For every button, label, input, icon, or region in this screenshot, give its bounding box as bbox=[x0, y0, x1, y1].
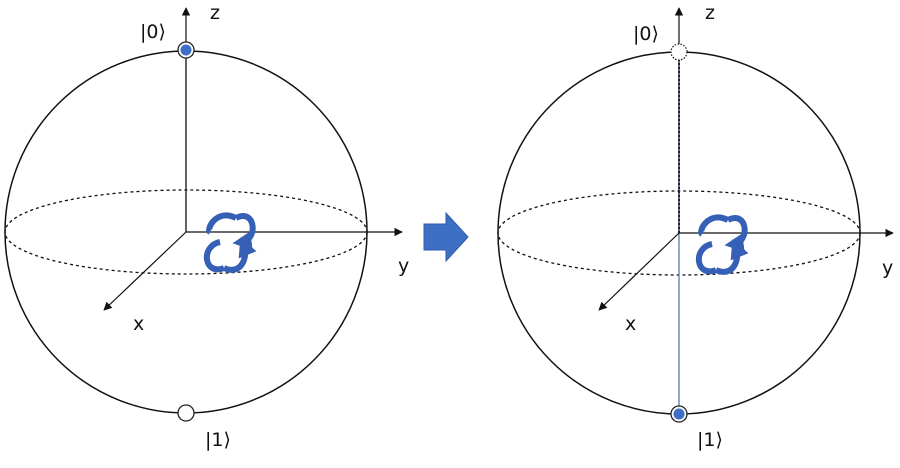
rotation-arrows-icon bbox=[203, 212, 257, 273]
z-axis-label: z bbox=[210, 2, 220, 24]
ket-one-label: |1⟩ bbox=[697, 429, 723, 451]
y-axis-label: y bbox=[398, 255, 409, 277]
right-arrow-icon bbox=[423, 211, 469, 263]
rotation-arrows-icon bbox=[695, 214, 749, 275]
y-axis-label: y bbox=[882, 257, 893, 279]
right-bloch-sphere: z y x |0⟩ |1⟩ bbox=[497, 2, 894, 451]
left-bloch-sphere: z y x |0⟩ |1⟩ bbox=[4, 2, 409, 451]
ket-zero-label: |0⟩ bbox=[140, 21, 166, 43]
x-axis bbox=[103, 231, 187, 311]
z-axis-label: z bbox=[705, 2, 715, 24]
x-axis-label: x bbox=[133, 313, 144, 335]
ket-zero-label: |0⟩ bbox=[633, 23, 659, 45]
state-point-zero-core bbox=[180, 44, 192, 56]
state-point-zero-dotted bbox=[670, 43, 688, 61]
ket-one-label: |1⟩ bbox=[205, 429, 231, 451]
x-axis-label: x bbox=[625, 313, 636, 335]
x-axis bbox=[598, 232, 680, 311]
state-point-one-core bbox=[673, 408, 685, 420]
state-point-one-empty bbox=[177, 404, 195, 422]
